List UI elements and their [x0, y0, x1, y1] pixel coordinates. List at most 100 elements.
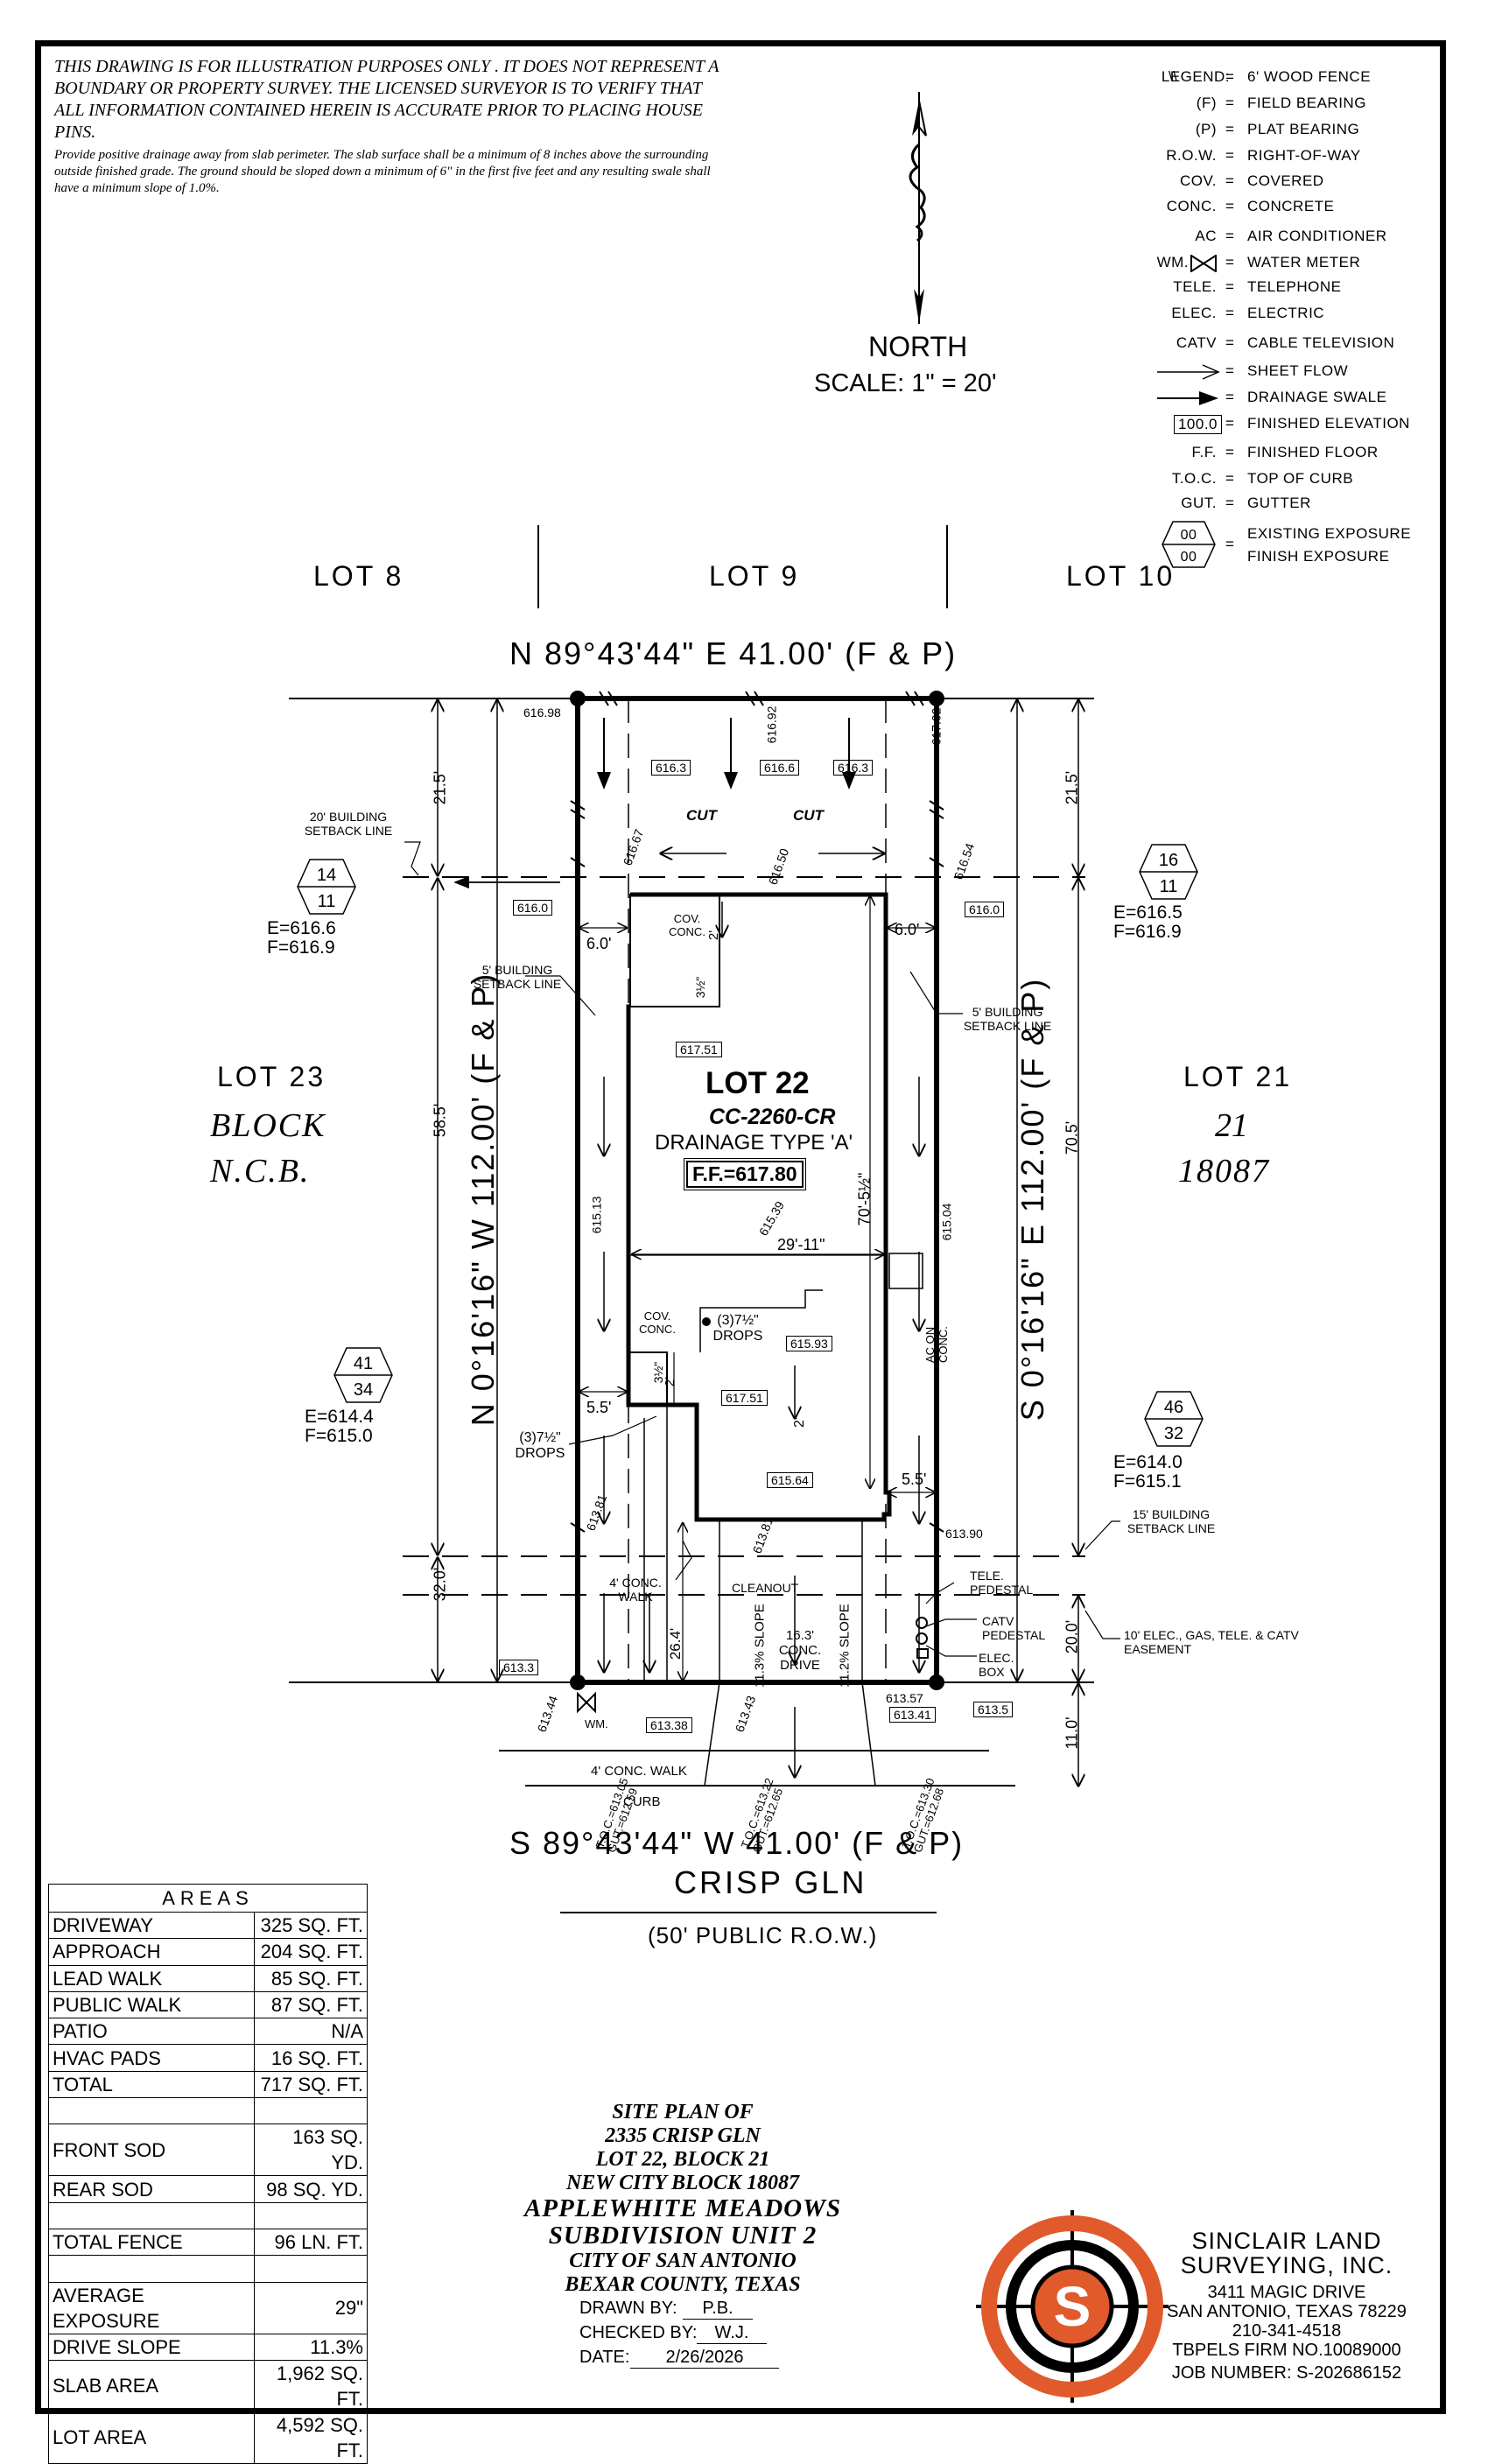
- legend-exposure-existing: EXISTING EXPOSURE: [1247, 525, 1412, 542]
- lot-8-label: LOT 8: [313, 560, 404, 592]
- finished-floor: F.F.=617.80: [684, 1158, 806, 1190]
- elev-existing: 613.90: [945, 1527, 983, 1541]
- checked-by-value: W.J.: [697, 2323, 767, 2344]
- lot-9-label: LOT 9: [709, 560, 800, 592]
- company-block: SINCLAIR LAND SURVEYING, INC. 3411 MAGIC…: [1138, 2229, 1435, 2383]
- company-city: SAN ANTONIO, TEXAS 78229: [1167, 2302, 1407, 2321]
- drainage-swale-arrow-icon: [1157, 391, 1218, 405]
- dim-side-6-west: 6.0': [586, 935, 612, 952]
- date-value: 2/26/2026: [630, 2348, 779, 2369]
- north-label: NORTH: [868, 331, 968, 362]
- legend-desc: AIR CONDITIONER: [1247, 228, 1387, 244]
- dim-side-55-west: 5.5': [586, 1399, 612, 1416]
- dim-side-6-east: 6.0': [895, 921, 920, 938]
- title-line: APPLEWHITE MEADOWS: [523, 2194, 842, 2222]
- bearing-east: S 0°16'16" E 112.00' (F & P): [1014, 977, 1050, 1422]
- note-drops-2: (3)7½" DROPS: [515, 1430, 565, 1461]
- table-row: [48, 2255, 368, 2283]
- exposure-top: 16: [1159, 851, 1178, 870]
- dim-house-depth: 70'-5½": [855, 1172, 874, 1226]
- checked-by-label: CHECKED BY:: [579, 2323, 698, 2342]
- legend-desc: FINISHED ELEVATION: [1247, 415, 1410, 432]
- block-left-line2: N.C.B.: [210, 1153, 311, 1190]
- lot-21-label: LOT 21: [1183, 1061, 1293, 1092]
- house-plan: CC-2260-CR: [709, 1105, 836, 1129]
- drawn-by-label: DRAWN BY:: [579, 2299, 677, 2318]
- lot-10-label: LOT 10: [1066, 560, 1176, 592]
- note-5-bsl-west: 5' BUILDING SETBACK LINE: [473, 963, 562, 991]
- note-cleanout: CLEANOUT: [732, 1581, 799, 1595]
- legend-symbol: CONC.: [1166, 198, 1217, 214]
- note-cov-conc-rear: COV. CONC.: [639, 1309, 676, 1336]
- company-phone: 210-341-4518: [1232, 2321, 1342, 2341]
- legend-desc: FIELD BEARING: [1247, 95, 1366, 111]
- legend-title: LEGEND:: [1161, 68, 1230, 85]
- note-15-bsl: 15' BUILDING SETBACK LINE: [1127, 1507, 1216, 1535]
- legend-desc: TOP OF CURB: [1247, 470, 1354, 487]
- block-right-line1: 21: [1215, 1107, 1248, 1144]
- legend-desc: ELECTRIC: [1247, 305, 1325, 321]
- note-cut-1: CUT: [686, 807, 717, 824]
- legend-desc: CONCRETE: [1247, 198, 1335, 214]
- drainage-note: Provide positive drainage away from slab…: [54, 148, 711, 195]
- block-right-line2: 18087: [1178, 1153, 1270, 1190]
- company-name-1: SINCLAIR LAND: [1191, 2228, 1382, 2254]
- legend-desc: GUTTER: [1247, 495, 1311, 511]
- legend-desc: FINISHED FLOOR: [1247, 444, 1379, 460]
- elev-finished: 616.0: [513, 900, 553, 916]
- title-line: SUBDIVISION UNIT 2: [548, 2222, 818, 2250]
- company-address: 3411 MAGIC DRIVE: [1207, 2283, 1366, 2302]
- disclaimer: THIS DRAWING IS FOR ILLUSTRATION PURPOSE…: [54, 56, 719, 197]
- title-line: SITE PLAN OF: [612, 2101, 754, 2124]
- exposure-symbol-bottom: 00: [1181, 550, 1197, 565]
- legend-desc: RIGHT-OF-WAY: [1247, 147, 1361, 164]
- exposure-hexagon-icon: 46 32: [1144, 1391, 1204, 1447]
- legend-desc: SHEET FLOW: [1247, 362, 1349, 379]
- note-catv-pedestal: CATV PEDESTAL: [982, 1614, 1046, 1642]
- bearing-south: S 89°43'44" W 41.00' (F & P): [509, 1825, 965, 1861]
- exposure-top: 46: [1164, 1398, 1183, 1417]
- date-label: DATE:: [579, 2348, 630, 2367]
- legend-symbol: ELEC.: [1171, 305, 1217, 321]
- elev-finished: 616.3: [833, 760, 874, 776]
- lot-name: LOT 22: [705, 1066, 810, 1100]
- street-name: CRISP GLN: [674, 1864, 867, 1900]
- title-line: BEXAR COUNTY, TEXAS: [565, 2273, 801, 2296]
- water-meter-icon: [577, 1691, 596, 1714]
- elev-existing: 616.92: [764, 706, 779, 744]
- dim-west-21: 21.5': [431, 770, 449, 805]
- drawing-border: [35, 40, 1446, 2414]
- slope-left: 11.3% SLOPE: [752, 1604, 768, 1688]
- garage-dim-2: 2': [791, 1417, 807, 1428]
- exposure-top: 41: [354, 1354, 373, 1373]
- areas-title: AREAS: [48, 1884, 368, 1913]
- drainage-type: DRAINAGE TYPE 'A': [655, 1131, 853, 1155]
- title-line: LOT 22, BLOCK 21: [595, 2148, 770, 2171]
- legend-symbol: AC: [1195, 228, 1217, 244]
- exposure-bottom: 11: [1160, 877, 1178, 896]
- legend-symbol: \\: [1169, 68, 1178, 85]
- elev-finished: 615.93: [786, 1336, 832, 1351]
- note-cov-conc-front: COV. CONC.: [669, 912, 705, 938]
- legend-symbol: TELE.: [1173, 278, 1217, 295]
- drive-width: 16.3' CONC. DRIVE: [778, 1628, 822, 1673]
- dim-side-55-east: 5.5': [902, 1471, 927, 1488]
- slope-right: 11.2% SLOPE: [837, 1604, 853, 1688]
- elev-finished: 613.41: [889, 1707, 936, 1723]
- legend-symbol: (F): [1196, 95, 1217, 111]
- dim-east-11: 11.0': [1063, 1716, 1081, 1750]
- bearing-west: N 0°16'16" W 112.00' (F & P): [465, 972, 501, 1427]
- dim-west-32: 32.0': [431, 1567, 449, 1602]
